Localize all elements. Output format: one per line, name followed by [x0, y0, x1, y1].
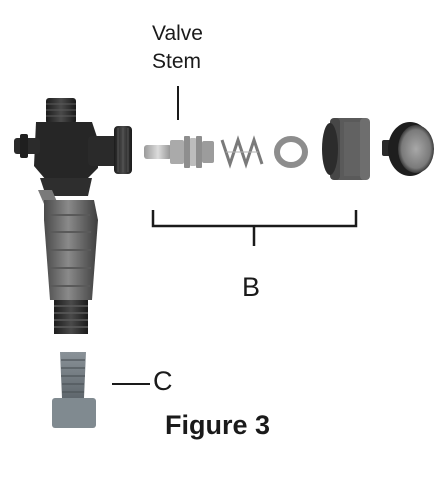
figure-caption: Figure 3 [165, 410, 270, 440]
group-b-label: B [242, 272, 260, 302]
valve-stem-label-line1: Valve [152, 22, 203, 45]
spring-part [220, 135, 264, 169]
part-c-label: C [153, 366, 173, 396]
valve-body-assembly [14, 98, 132, 334]
washer-part [274, 136, 308, 168]
valve-stem-label-line2: Stem [152, 50, 201, 73]
knob-part [382, 122, 434, 176]
valve-stem-part [144, 136, 214, 168]
filter-part [52, 352, 96, 428]
retainer-nut-part [322, 118, 370, 180]
group-b-bracket [151, 210, 358, 246]
